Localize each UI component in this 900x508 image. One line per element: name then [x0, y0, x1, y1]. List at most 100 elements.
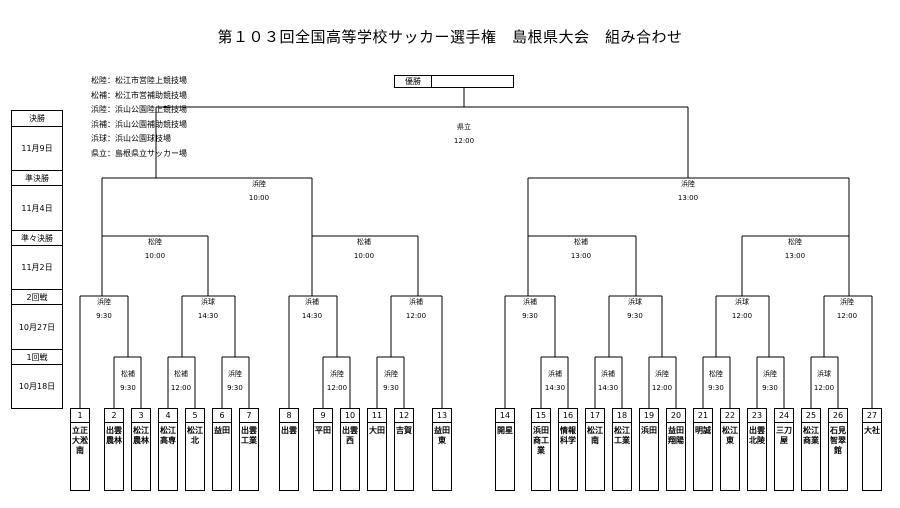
match-venue: 松陸 [788, 238, 802, 246]
match-venue: 浜球 [628, 298, 642, 306]
match-venue: 浜補 [523, 298, 537, 306]
team-name: 三刀屋 [776, 426, 792, 445]
match-venue: 松補 [174, 370, 188, 378]
team-number: 8 [280, 409, 298, 423]
match-time: 10:00 [353, 252, 375, 260]
legend-item: 浜補：浜山公園補助競技場 [91, 119, 187, 129]
schedule-date: 11月9日 [12, 126, 62, 170]
team-name: 益田翔陽 [668, 426, 684, 445]
team-number: 17 [586, 409, 604, 423]
match-time: 12:00 [170, 384, 192, 392]
match-time: 12:00 [405, 312, 427, 320]
team-box: 8 出雲 [279, 408, 299, 491]
match-round1: 浜補 14:30 [583, 367, 633, 395]
match-time: 9:30 [708, 384, 724, 392]
schedule-round: 1回戦 [12, 349, 62, 364]
match-round2: 浜補 9:30 [505, 295, 555, 323]
match-round1: 浜陸 12:00 [637, 367, 687, 395]
team-number: 21 [694, 409, 712, 423]
match-venue: 浜陸 [681, 180, 695, 188]
match-final: 県立 12:00 [439, 120, 489, 148]
schedule-round: 準決勝 [12, 170, 62, 185]
match-time: 12:00 [813, 384, 835, 392]
team-number: 19 [640, 409, 658, 423]
match-quarterfinal: 松補 13:00 [556, 235, 606, 263]
schedule-round: 準々決勝 [12, 230, 62, 245]
legend-item: 松陸：松江市営陸上競技場 [91, 76, 187, 85]
team-name: 平田 [315, 426, 331, 435]
match-round1: 浜陸 12:00 [312, 367, 362, 395]
team-number: 1 [71, 409, 89, 423]
team-name: 益田東 [434, 426, 450, 445]
match-quarterfinal: 松陸 10:00 [130, 235, 180, 263]
match-time: 13:00 [677, 194, 699, 202]
match-venue: 浜陸 [228, 370, 242, 378]
match-round1: 松補 9:30 [103, 367, 153, 395]
match-semifinal: 浜陸 13:00 [663, 177, 713, 205]
team-name: 松江商業 [803, 426, 819, 445]
venue-legend: 松陸：松江市営陸上競技場 松補：松江市営補助競技場 浜陸：浜山公園陸上競技場 浜… [91, 74, 187, 162]
team-number: 25 [802, 409, 820, 423]
match-time: 13:00 [784, 252, 806, 260]
match-time: 12:00 [731, 312, 753, 320]
match-venue: 県立 [457, 123, 471, 131]
schedule-date: 10月18日 [12, 364, 62, 408]
match-round2: 浜補 12:00 [391, 295, 441, 323]
match-time: 10:00 [248, 194, 270, 202]
match-round2: 浜球 14:30 [183, 295, 233, 323]
match-round2: 浜陸 9:30 [79, 295, 129, 323]
team-name: 出雲 [281, 426, 297, 435]
match-time: 9:30 [96, 312, 112, 320]
match-venue: 浜陸 [384, 370, 398, 378]
team-name: 情報科学 [560, 426, 576, 445]
team-box: 13 益田東 [432, 408, 452, 491]
match-time: 9:30 [120, 384, 136, 392]
team-number: 23 [748, 409, 766, 423]
match-venue: 浜球 [735, 298, 749, 306]
match-round1: 松補 12:00 [156, 367, 206, 395]
team-box: 22 松江東 [720, 408, 740, 491]
team-name: 松江北 [187, 426, 203, 445]
team-box: 25 松江商業 [801, 408, 821, 491]
team-name: 松江農林 [133, 426, 149, 445]
team-number: 13 [433, 409, 451, 423]
team-name: 松江高専 [160, 426, 176, 445]
team-number: 16 [559, 409, 577, 423]
match-time: 12:00 [453, 137, 475, 145]
match-round2: 浜陸 12:00 [822, 295, 872, 323]
match-time: 14:30 [301, 312, 323, 320]
match-venue: 浜陸 [330, 370, 344, 378]
match-round1: 浜陸 9:30 [210, 367, 260, 395]
match-time: 14:30 [597, 384, 619, 392]
team-name: 立正大淞南 [72, 426, 88, 455]
schedule-table: 決勝 11月9日 準決勝 11月4日 準々決勝 11月2日 2回戦 10月27日… [11, 110, 63, 409]
match-time: 12:00 [326, 384, 348, 392]
team-box: 2 出雲農林 [104, 408, 124, 491]
team-name: 大社 [864, 426, 880, 435]
match-venue: 松補 [574, 238, 588, 246]
team-name: 出雲農林 [106, 426, 122, 445]
match-round1: 浜補 14:30 [530, 367, 580, 395]
team-name: 浜田 [641, 426, 657, 435]
team-box: 17 松江南 [585, 408, 605, 491]
match-quarterfinal: 松補 10:00 [339, 235, 389, 263]
team-number: 22 [721, 409, 739, 423]
match-venue: 浜陸 [655, 370, 669, 378]
team-number: 27 [863, 409, 881, 423]
team-name: 吉賀 [396, 426, 412, 435]
team-name: 松江南 [587, 426, 603, 445]
team-name: 松江東 [722, 426, 738, 445]
team-box: 16 情報科学 [558, 408, 578, 491]
team-number: 2 [105, 409, 123, 423]
team-name: 開星 [497, 426, 513, 435]
schedule-date: 11月4日 [12, 185, 62, 230]
